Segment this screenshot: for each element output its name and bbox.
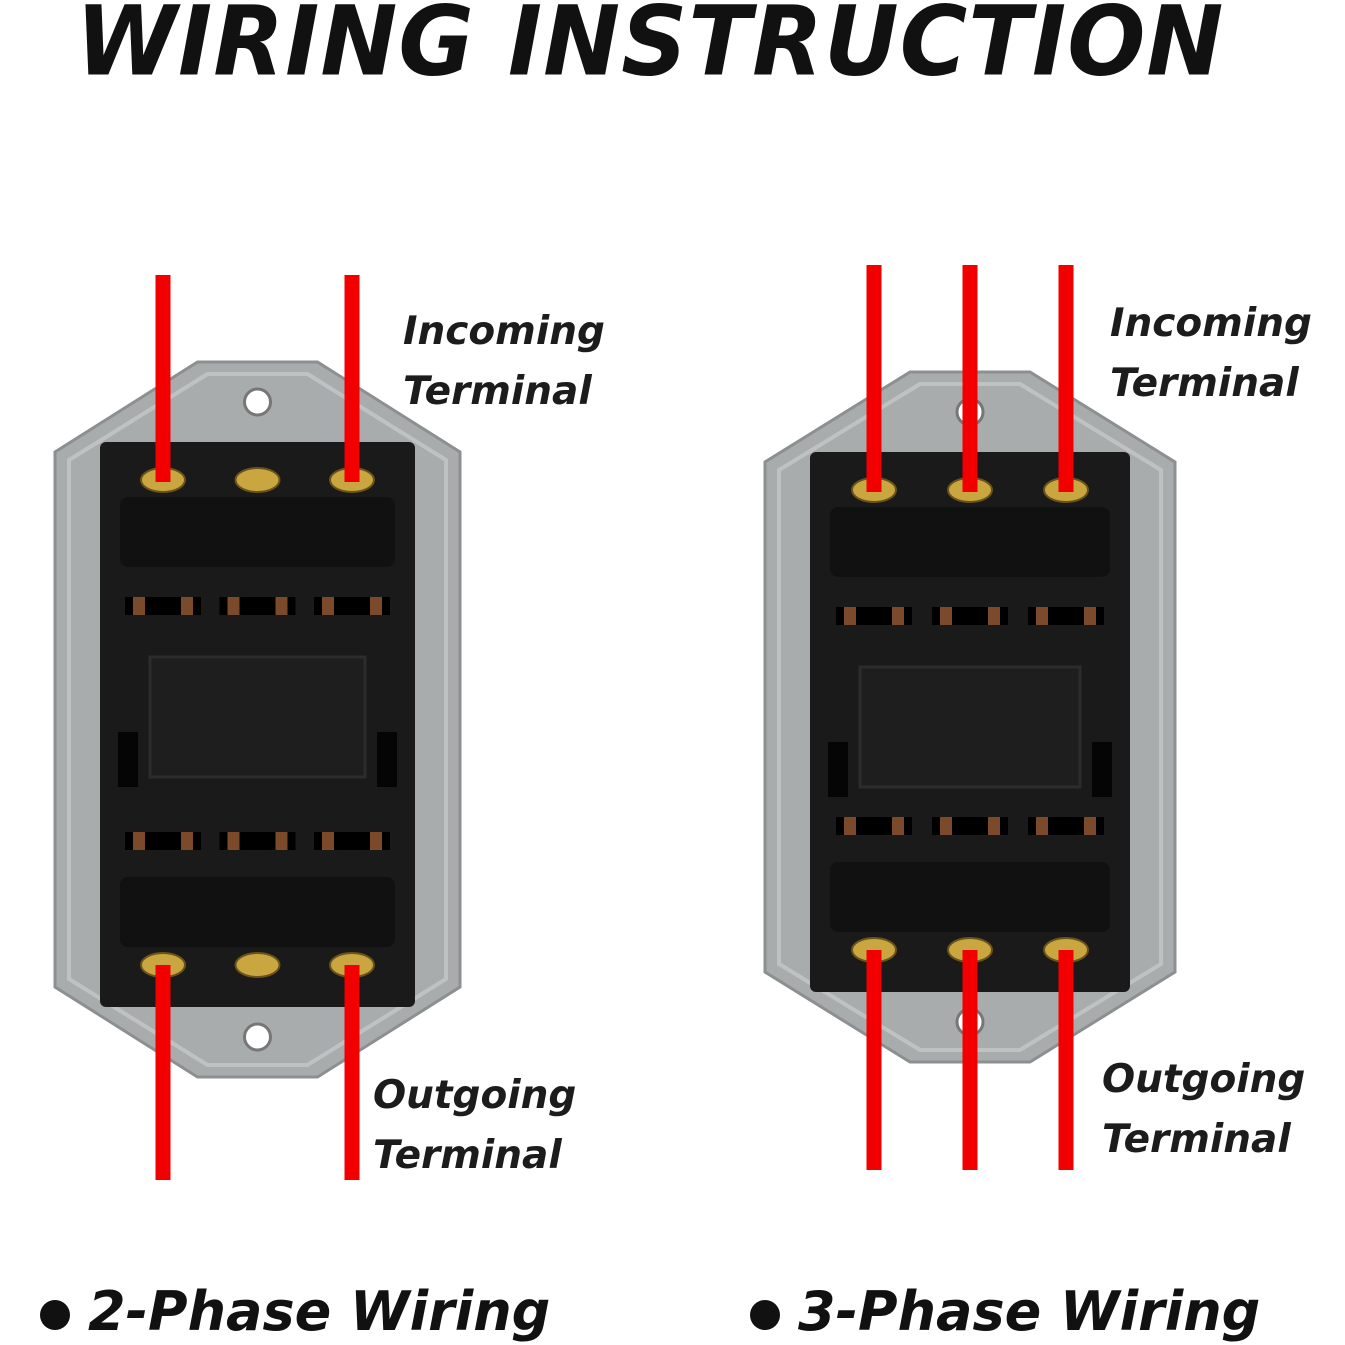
caption-3phase: 3-Phase Wiring — [750, 1280, 1260, 1343]
caption-text: 3-Phase Wiring — [798, 1280, 1261, 1343]
contact — [1084, 817, 1096, 835]
incoming-terminal-label-3phase: Incoming Terminal — [1110, 294, 1312, 414]
mounting-hole — [243, 387, 272, 417]
label-line: Terminal — [1110, 361, 1299, 406]
contact — [370, 597, 382, 615]
contact — [988, 817, 1000, 835]
side-slot — [1092, 742, 1112, 797]
bullet-icon — [40, 1300, 70, 1331]
label-line: Incoming — [403, 309, 605, 354]
contact — [1036, 817, 1048, 835]
contact — [892, 607, 904, 625]
top-terminal-cover — [830, 507, 1110, 577]
contact — [133, 832, 145, 850]
caption-2phase: 2-Phase Wiring — [40, 1280, 550, 1343]
contact — [227, 832, 240, 850]
label-line: Incoming — [1110, 301, 1312, 346]
top-terminal-cover — [120, 497, 395, 567]
side-slot — [118, 732, 138, 787]
bullet-icon — [750, 1300, 780, 1331]
page-title: WIRING INSTRUCTION — [75, 0, 1225, 98]
label-line: Terminal — [403, 369, 592, 414]
terminal-screw — [234, 952, 281, 978]
caption-text: 2-Phase Wiring — [88, 1280, 551, 1343]
contact — [988, 607, 1000, 625]
contact — [1036, 607, 1048, 625]
contact — [940, 607, 952, 625]
side-slot — [828, 742, 848, 797]
contact — [227, 597, 240, 615]
nameplate — [148, 655, 367, 779]
contact — [275, 597, 288, 615]
terminal-screw — [234, 467, 281, 493]
nameplate — [858, 665, 1082, 789]
incoming-terminal-label-2phase: Incoming Terminal — [403, 302, 605, 422]
contact — [892, 817, 904, 835]
label-line: Terminal — [373, 1133, 562, 1178]
bottom-terminal-cover — [120, 877, 395, 947]
outgoing-terminal-label-3phase: Outgoing Terminal — [1102, 1050, 1305, 1170]
contact — [181, 597, 193, 615]
contact — [133, 597, 145, 615]
label-line: Outgoing — [1102, 1057, 1306, 1102]
contact — [1084, 607, 1096, 625]
contact — [370, 832, 382, 850]
bottom-terminal-cover — [830, 862, 1110, 932]
mounting-hole — [243, 1022, 272, 1052]
label-line: Outgoing — [373, 1073, 577, 1118]
contact — [844, 817, 856, 835]
side-slot — [377, 732, 397, 787]
label-line: Terminal — [1102, 1117, 1291, 1162]
contact — [275, 832, 288, 850]
contact — [322, 832, 334, 850]
contact — [322, 597, 334, 615]
contact — [181, 832, 193, 850]
contact — [844, 607, 856, 625]
outgoing-terminal-label-2phase: Outgoing Terminal — [373, 1066, 576, 1186]
contact — [940, 817, 952, 835]
